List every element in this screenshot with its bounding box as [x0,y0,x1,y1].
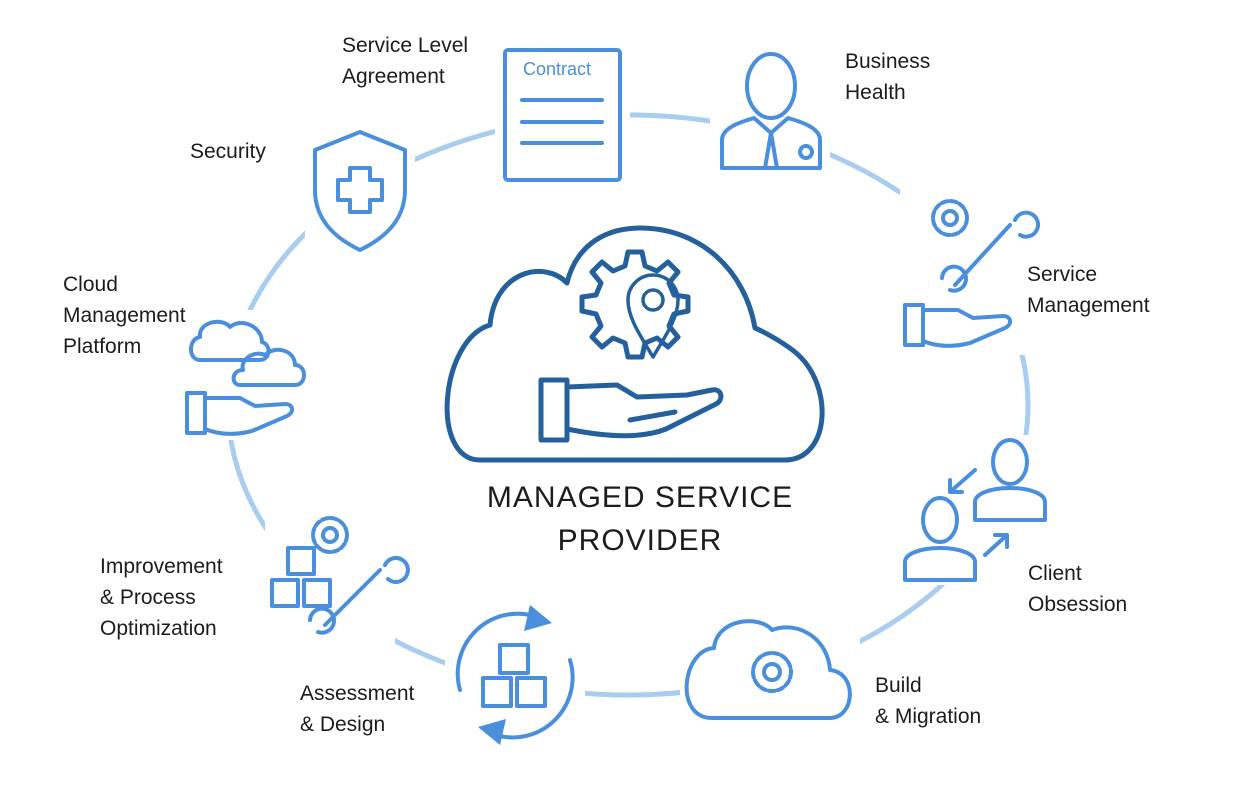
cloud-platform-line3: Platform [63,335,142,358]
center-title-line2: PROVIDER [557,524,723,557]
shield-icon [305,125,415,255]
service-management-line1: Service [1027,263,1098,286]
service-management-icon [900,185,1041,355]
sla-label-line1: Service Level [342,34,469,57]
center-title-line1: MANAGED SERVICE [486,481,794,514]
assessment-line1: Assessment [300,682,415,705]
cloud-platform-line2: Management [63,304,186,327]
sla-label: Service Level Agreement [342,30,468,92]
businessman-icon [710,45,830,175]
client-obsession-line1: Client [1028,562,1082,585]
contract-label: Contract [523,59,592,79]
improvement-line3: Optimization [100,617,217,640]
improvement-label: Improvement & Process Optimization [100,551,223,644]
business-health-line1: Business [845,50,931,73]
process-optimization-icon [265,505,410,645]
build-migration-cloud-icon [680,605,860,725]
build-migration-line2: & Migration [875,705,982,728]
client-obsession-icon [900,435,1050,585]
contract-document-icon [495,42,630,187]
build-migration-label: Build & Migration [875,670,981,732]
cloud-platform-icon [180,310,310,440]
improvement-line1: Improvement [100,555,223,578]
cloud-platform-label: Cloud Management Platform [63,269,186,362]
assessment-label: Assessment & Design [300,678,414,740]
client-obsession-line2: Obsession [1028,593,1128,616]
security-label: Security [190,140,266,163]
center-cloud-icon [444,225,825,463]
sla-label-line2: Agreement [342,65,445,88]
client-obsession-label: Client Obsession [1028,558,1127,620]
business-health-label: Business Health [845,46,930,108]
improvement-line2: & Process [100,586,196,609]
assessment-design-icon [445,600,585,745]
assessment-line2: & Design [300,713,386,736]
service-management-label: Service Management [1027,259,1150,321]
build-migration-line1: Build [875,674,922,697]
cloud-platform-line1: Cloud [63,273,118,296]
service-management-line2: Management [1027,294,1150,317]
business-health-line2: Health [845,81,906,104]
